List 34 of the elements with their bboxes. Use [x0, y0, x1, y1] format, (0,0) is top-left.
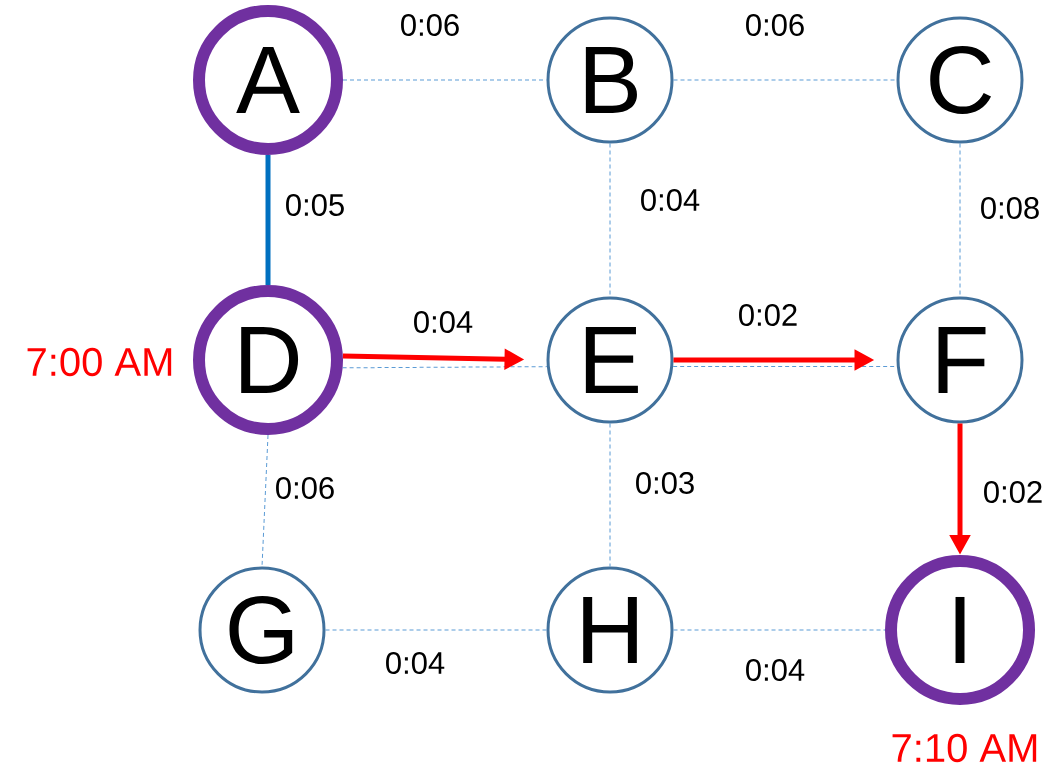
- connector-line: [673, 79, 897, 81]
- circle-node: E: [546, 296, 674, 424]
- connector-line: [609, 423, 611, 567]
- connector-line: [265, 155, 271, 285]
- circle-node: B: [546, 16, 674, 144]
- edge-label: 0:02: [735, 302, 801, 328]
- connector-line: [261, 434, 269, 567]
- edge-label: 0:04: [637, 187, 703, 213]
- edge-label: 0:04: [382, 650, 448, 676]
- circle-node: C: [896, 16, 1024, 144]
- circle-node: I: [885, 555, 1035, 705]
- circle-node: G: [198, 566, 326, 694]
- circle-node: F: [896, 296, 1024, 424]
- circle-node: A: [193, 5, 343, 155]
- connector-line: [672, 366, 898, 368]
- time-label: 7:10 AM: [892, 733, 1037, 763]
- connector-line: [673, 629, 886, 631]
- connector-line: [325, 629, 547, 631]
- edge-label: 0:04: [410, 309, 476, 335]
- circle-node: D: [193, 285, 343, 435]
- edge-label: 0:06: [272, 475, 338, 501]
- connector-line: [342, 79, 547, 81]
- edge-label: 0:06: [397, 12, 463, 38]
- time-label: 7:00 AM: [27, 347, 172, 377]
- connector-line: [342, 366, 548, 369]
- edge-label: 0:06: [742, 12, 808, 38]
- circle-node: H: [546, 566, 674, 694]
- connector-line: [609, 143, 611, 297]
- edge-label: 0:02: [980, 479, 1046, 505]
- edge-label: 0:05: [282, 192, 348, 218]
- edge-label: 0:03: [632, 470, 698, 496]
- edge-label: 0:08: [977, 195, 1043, 221]
- edge-label: 0:04: [742, 657, 808, 683]
- connector-line: [959, 143, 961, 297]
